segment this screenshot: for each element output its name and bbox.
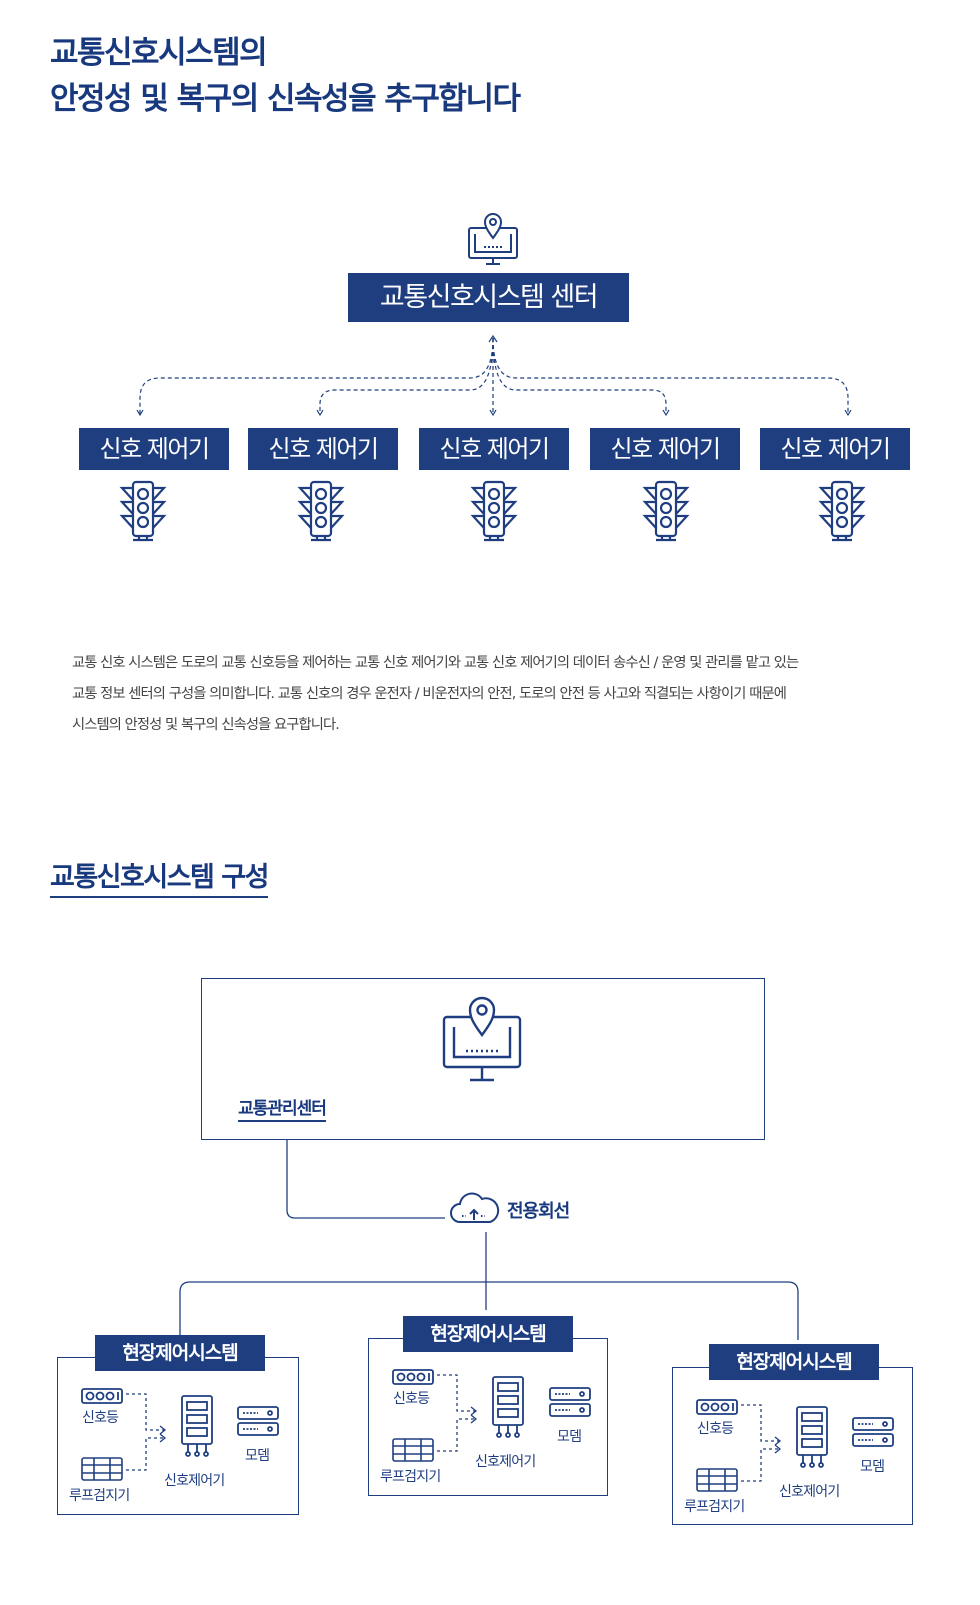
- signal-controller-box-1: 신호 제어기: [79, 428, 229, 470]
- controller-label-2: 신호제어기: [475, 1454, 536, 1470]
- description-line-2: 교통 정보 센터의 구성을 의미합니다. 교통 신호의 경우 운전자 / 비운전…: [72, 686, 787, 702]
- signal-controller-box-3: 신호 제어기: [419, 428, 569, 470]
- headline-line-2: 안정성 및 복구의 신속성을 추구합니다: [50, 81, 521, 117]
- management-center-box: [201, 978, 765, 1140]
- loop-detector-label-1: 루프검지기: [69, 1488, 130, 1504]
- monitor-pin-icon: [468, 213, 518, 265]
- top-diagram-connectors: [136, 334, 852, 417]
- modem-label-1: 모뎀: [245, 1448, 270, 1464]
- traffic-light-icon: [642, 480, 690, 542]
- cloud-icon: [450, 1192, 500, 1223]
- management-center-label: 교통관리센터: [0, 1094, 564, 1122]
- monitor-pin-icon: [442, 996, 522, 1082]
- signal-light-icon: [696, 1399, 738, 1415]
- signal-connectors-1: [126, 1393, 167, 1471]
- dedicated-line-label: 전용회선: [507, 1201, 570, 1222]
- controller-label-1: 신호제어기: [164, 1473, 225, 1489]
- loop-detector-icon: [696, 1468, 738, 1492]
- modem-icon: [852, 1417, 894, 1447]
- signal-light-label-1: 신호등: [82, 1410, 119, 1426]
- traffic-light-icon: [297, 480, 345, 542]
- loop-detector-icon: [81, 1457, 123, 1481]
- management-center-text: 교통관리센터: [238, 1099, 327, 1122]
- description-line-3: 시스템의 안정성 및 복구의 신속성을 요구합니다.: [72, 717, 340, 733]
- server-icon: [492, 1376, 524, 1438]
- traffic-light-icon: [818, 480, 866, 542]
- signal-controller-box-2: 신호 제어기: [248, 428, 398, 470]
- signal-light-label-2: 신호등: [393, 1391, 430, 1407]
- server-icon: [796, 1406, 828, 1468]
- description-line-1: 교통 신호 시스템은 도로의 교통 신호등을 제어하는 교통 신호 제어기와 교…: [72, 655, 799, 671]
- loop-detector-icon: [392, 1438, 434, 1462]
- controller-label-3: 신호제어기: [779, 1484, 840, 1500]
- field-system-frame-1: [57, 1357, 299, 1515]
- signal-controller-box-5: 신호 제어기: [760, 428, 910, 470]
- field-system-title-1: 현장제어시스템: [95, 1335, 265, 1371]
- signal-light-icon: [392, 1369, 434, 1385]
- signal-connectors-3: [741, 1404, 782, 1482]
- description-paragraph: 교통 신호 시스템은 도로의 교통 신호등을 제어하는 교통 신호 제어기와 교…: [72, 648, 917, 741]
- headline-line-1: 교통신호시스템의: [50, 35, 268, 71]
- signal-light-icon: [81, 1388, 123, 1404]
- field-system-title-3: 현장제어시스템: [709, 1344, 879, 1380]
- loop-detector-label-2: 루프검지기: [380, 1469, 441, 1485]
- signal-light-label-3: 신호등: [697, 1421, 734, 1437]
- modem-icon: [237, 1406, 279, 1436]
- modem-icon: [549, 1387, 591, 1417]
- section-title: 교통신호시스템 구성: [50, 860, 269, 898]
- field-system-title-2: 현장제어시스템: [403, 1316, 573, 1352]
- server-icon: [181, 1395, 213, 1457]
- signal-controller-box-4: 신호 제어기: [590, 428, 740, 470]
- traffic-light-icon: [119, 480, 167, 542]
- signal-connectors-2: [437, 1374, 478, 1452]
- traffic-light-icon: [470, 480, 518, 542]
- loop-detector-label-3: 루프검지기: [684, 1499, 745, 1515]
- modem-label-3: 모뎀: [860, 1459, 885, 1475]
- modem-label-2: 모뎀: [557, 1429, 582, 1445]
- signal-system-center-box: 교통신호시스템 센터: [348, 273, 629, 322]
- headline: 교통신호시스템의 안정성 및 복구의 신속성을 추구합니다: [50, 30, 521, 122]
